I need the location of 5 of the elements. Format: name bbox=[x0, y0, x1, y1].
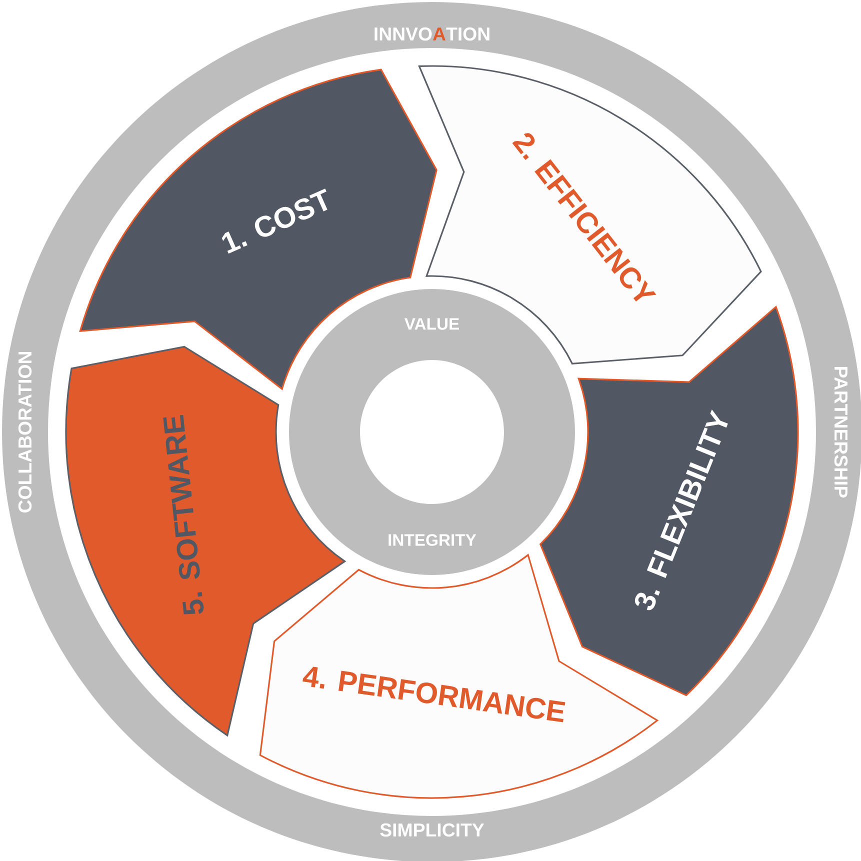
ring-label: INTEGRITY bbox=[388, 534, 476, 546]
ring-label: PARTNERSHIP bbox=[834, 367, 848, 498]
ring-label: INNVOATION bbox=[374, 27, 490, 41]
ring-label: COLLABORATION bbox=[18, 352, 32, 512]
ring-label: SIMPLICITY bbox=[380, 823, 484, 837]
